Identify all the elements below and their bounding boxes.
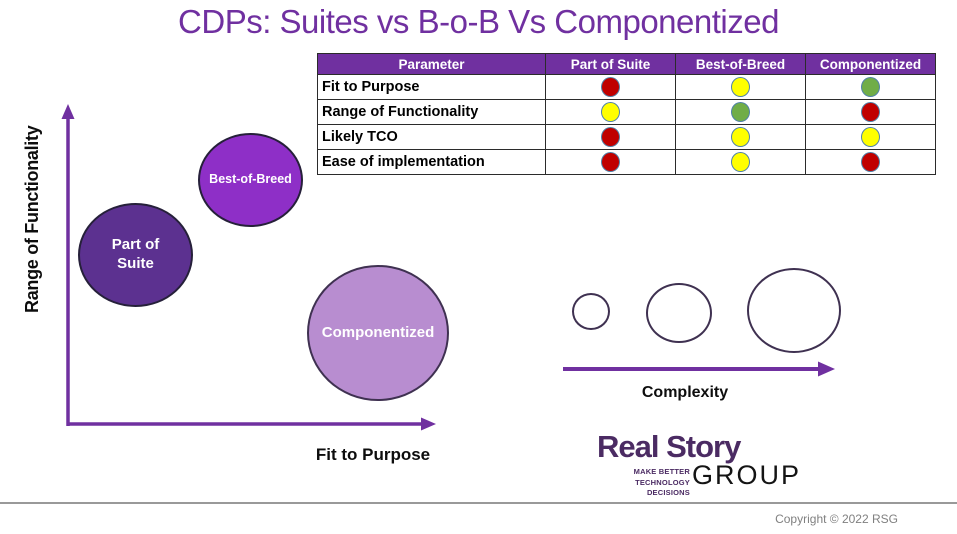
rating-cell	[675, 124, 806, 150]
chart-axes	[61, 104, 436, 431]
bubble-label: Componentized	[321, 323, 435, 341]
row-label: Range of Functionality	[317, 99, 546, 125]
row-label: Fit to Purpose	[317, 74, 546, 100]
y-axis-arrowhead-icon	[61, 104, 75, 119]
rating-dot	[731, 77, 750, 97]
rating-dot	[861, 77, 880, 97]
row-label: Ease of implementation	[317, 149, 546, 175]
bubble-label: Part of Suite	[111, 236, 160, 272]
table-header-row: Parameter Part of Suite Best-of-Breed Co…	[317, 53, 936, 75]
bubble-label: Best-of-Breed	[209, 172, 292, 187]
rating-cell	[805, 99, 936, 125]
rating-cell	[675, 99, 806, 125]
rating-cell	[675, 74, 806, 100]
rating-dot	[861, 127, 880, 147]
complexity-label: Complexity	[641, 384, 729, 401]
table-row: Range of Functionality	[317, 99, 936, 125]
rating-dot	[601, 127, 620, 147]
table-row: Fit to Purpose	[317, 74, 936, 100]
x-axis-label: Fit to Purpose	[315, 445, 431, 464]
complexity-arrowhead-icon	[818, 361, 835, 377]
header-componentized: Componentized	[805, 53, 936, 75]
complexity-arrow	[563, 361, 835, 377]
footer-divider	[0, 502, 957, 504]
rating-cell	[545, 149, 676, 175]
rating-cell	[805, 74, 936, 100]
table-row: Ease of implementation	[317, 149, 936, 175]
rating-cell	[805, 124, 936, 150]
rating-dot	[731, 152, 750, 172]
rating-dot	[861, 152, 880, 172]
bubble-componentized: Componentized	[307, 265, 449, 401]
copyright-text: Copyright © 2022 RSG	[775, 512, 898, 526]
rating-dot	[861, 102, 880, 122]
rating-cell	[545, 74, 676, 100]
comparison-table: Parameter Part of Suite Best-of-Breed Co…	[317, 53, 936, 175]
y-axis-label: Range of Functionality	[22, 125, 42, 313]
logo-tagline-line2: TECHNOLOGY DECISIONS	[635, 477, 690, 498]
complexity-circle-large	[747, 268, 841, 353]
header-best-of-breed: Best-of-Breed	[675, 53, 806, 75]
logo-tagline: MAKE BETTER TECHNOLOGY DECISIONS	[597, 467, 690, 499]
rating-cell	[545, 99, 676, 125]
rsg-logo: Real Story MAKE BETTER TECHNOLOGY DECISI…	[597, 429, 812, 497]
table-row: Likely TCO	[317, 124, 936, 150]
bubble-best-of-breed: Best-of-Breed	[198, 133, 303, 227]
logo-tagline-line1: MAKE BETTER	[633, 467, 690, 476]
header-part-of-suite: Part of Suite	[545, 53, 676, 75]
x-axis-arrowhead-icon	[421, 417, 436, 431]
rating-dot	[731, 102, 750, 122]
rating-dot	[601, 77, 620, 97]
complexity-circle-small	[572, 293, 610, 330]
rating-cell	[675, 149, 806, 175]
rating-cell	[805, 149, 936, 175]
logo-wordmark: Real Story	[597, 429, 741, 464]
slide-title: CDPs: Suites vs B-o-B Vs Componentized	[178, 3, 779, 40]
rating-dot	[731, 127, 750, 147]
logo-group-text: GROUP	[692, 460, 802, 490]
rating-cell	[545, 124, 676, 150]
row-label: Likely TCO	[317, 124, 546, 150]
bubble-part-of-suite: Part of Suite	[78, 203, 193, 307]
complexity-circle-medium	[646, 283, 712, 343]
rating-dot	[601, 152, 620, 172]
rating-dot	[601, 102, 620, 122]
